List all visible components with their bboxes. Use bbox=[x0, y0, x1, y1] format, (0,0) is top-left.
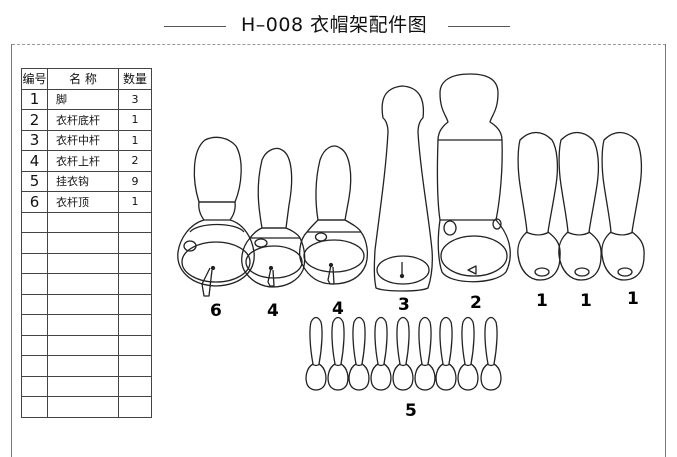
label-part-1b: 1 bbox=[580, 291, 592, 311]
hook-neck-1 bbox=[311, 363, 321, 367]
label-part-4a: 4 bbox=[267, 301, 279, 321]
title-ornament-right bbox=[448, 26, 510, 27]
hook-6 bbox=[414, 316, 436, 391]
part-6-top-finial bbox=[177, 136, 255, 297]
hook-4 bbox=[370, 316, 392, 391]
hook-neck-9 bbox=[486, 363, 496, 367]
table-empty-row bbox=[21, 334, 152, 356]
part-1-foot-a bbox=[517, 131, 561, 281]
title-divider bbox=[12, 44, 666, 45]
title-ornament-left bbox=[164, 26, 226, 27]
hook-neck-2 bbox=[333, 363, 343, 367]
hook-3 bbox=[348, 316, 370, 391]
hook-2 bbox=[327, 316, 349, 391]
part-4-upper-rod-b bbox=[299, 145, 368, 285]
part-1-foot-c bbox=[601, 131, 645, 281]
row-name: 衣杆上杆 bbox=[47, 150, 119, 172]
row-name: 衣杆中杆 bbox=[47, 129, 119, 151]
part-2-bottom-rod bbox=[436, 73, 511, 283]
hook-1 bbox=[305, 316, 327, 391]
hook-neck-5 bbox=[398, 363, 408, 367]
left-border bbox=[11, 44, 12, 457]
table-empty-row bbox=[21, 375, 152, 397]
table-empty-row bbox=[21, 293, 152, 315]
hook-neck-4 bbox=[376, 363, 386, 367]
table-empty-row bbox=[21, 211, 152, 233]
hook-neck-8 bbox=[463, 363, 473, 367]
label-part-5: 5 bbox=[405, 401, 417, 421]
hook-neck-7 bbox=[441, 363, 451, 367]
hook-7 bbox=[435, 316, 457, 391]
hook-neck-3 bbox=[354, 363, 364, 367]
row-quantity: 1 bbox=[118, 191, 152, 213]
empty-cell bbox=[118, 396, 152, 418]
right-border bbox=[665, 44, 666, 457]
label-part-4b: 4 bbox=[332, 299, 344, 319]
hook-9 bbox=[480, 316, 502, 391]
label-part-6: 6 bbox=[210, 301, 222, 321]
row-name: 衣杆底杆 bbox=[47, 109, 119, 131]
table-empty-row bbox=[21, 273, 152, 295]
label-part-1c: 1 bbox=[627, 289, 639, 309]
hook-5 bbox=[392, 316, 414, 391]
label-part-1a: 1 bbox=[536, 291, 548, 311]
label-part-2: 2 bbox=[470, 293, 482, 313]
table-empty-row bbox=[21, 232, 152, 254]
part-5-hooks bbox=[305, 316, 502, 391]
table-empty-row bbox=[21, 314, 152, 336]
hook-neck-6 bbox=[420, 363, 430, 367]
part-3-middle-rod bbox=[373, 85, 434, 292]
part-4-upper-rod-a bbox=[241, 147, 306, 288]
hook-8 bbox=[457, 316, 479, 391]
page-title: H–008 衣帽架配件图 bbox=[241, 14, 428, 36]
part-1-foot-b bbox=[558, 131, 602, 281]
table-empty-row bbox=[21, 396, 152, 418]
table-empty-row bbox=[21, 252, 152, 274]
label-part-3: 3 bbox=[398, 295, 410, 315]
title-bar: H–008 衣帽架配件图 bbox=[0, 6, 677, 40]
